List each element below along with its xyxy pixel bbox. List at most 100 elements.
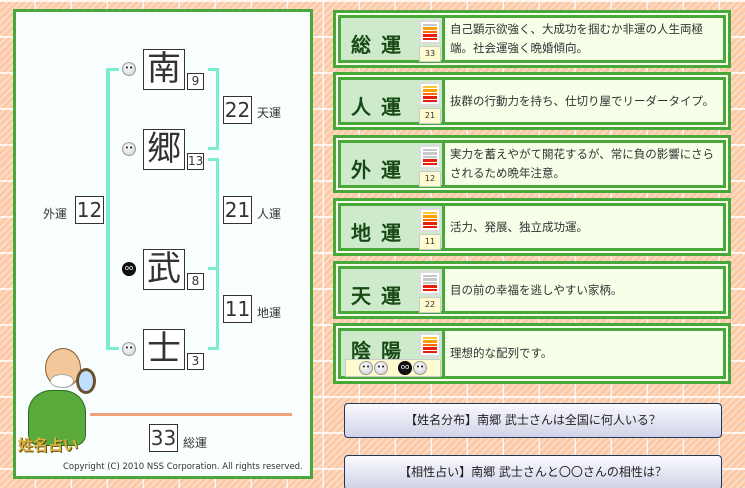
name-char: 郷 <box>143 129 185 170</box>
polarity-icon: •• <box>122 62 136 76</box>
level-bar <box>423 212 437 215</box>
fortune-teller-mascot: 姓名占い <box>18 348 98 466</box>
card-score: 22 <box>419 297 441 313</box>
level-meter <box>419 145 441 169</box>
level-bar <box>423 340 437 343</box>
level-bar <box>423 225 437 229</box>
tenun-value: 22 <box>223 96 252 124</box>
compatibility-button[interactable]: 【相性占い】南郷 武士さんと〇〇さんの相性は？ <box>344 455 722 488</box>
level-bar <box>423 152 437 155</box>
yin-yang-pattern: ••••oo•• <box>345 359 441 377</box>
level-bar <box>423 27 437 30</box>
level-bar <box>423 37 437 41</box>
outer-bracket <box>106 68 110 350</box>
polarity-icon: •• <box>122 142 136 156</box>
level-bar <box>423 149 437 152</box>
jinun-bracket <box>216 158 219 270</box>
chiun-value: 11 <box>223 295 252 323</box>
level-bar <box>423 155 437 159</box>
card-score: 11 <box>419 234 441 250</box>
copyright: Copyright (C) 2010 NSS Corporation. All … <box>63 462 303 472</box>
gaiun-label: 外運 <box>43 207 68 221</box>
card-description: 理想的な配列です。 <box>450 346 553 360</box>
level-bar <box>423 337 437 340</box>
chiun-label: 地運 <box>257 306 282 320</box>
card-title: 外運 <box>351 158 411 182</box>
level-bar <box>423 285 437 288</box>
divider <box>90 413 292 416</box>
level-bar <box>423 350 437 354</box>
chiun-bracket <box>216 268 219 350</box>
polarity-icon-dark: oo <box>122 262 136 276</box>
level-bar <box>423 281 437 285</box>
bracket-tick <box>208 347 218 350</box>
level-meter <box>419 333 441 357</box>
level-meter <box>419 20 441 44</box>
name-char: 南 <box>143 49 185 90</box>
level-meter <box>419 208 441 232</box>
card-score: 33 <box>419 46 441 62</box>
jinun-value: 21 <box>223 196 252 224</box>
polarity-icon: •• <box>413 361 427 375</box>
name-char: 士 <box>143 329 185 370</box>
stroke-count: 13 <box>187 153 204 170</box>
level-bar <box>423 218 437 222</box>
level-meter <box>419 271 441 295</box>
level-bar <box>423 343 437 347</box>
souun-value: 33 <box>149 424 178 452</box>
logo: 姓名占い <box>18 436 79 454</box>
tenun-bracket <box>216 68 219 150</box>
fortune-card: 総運 33 自己顕示欲強く、大成功を掴むか非運の人生両極端。社会運強く晩婚傾向。 <box>333 10 731 68</box>
card-score: 21 <box>419 108 441 124</box>
fortune-card: 天運 22 目の前の幸福を逃しやすい家柄。 <box>333 261 731 319</box>
card-description: 実力を蓄えやがて開花するが、常に負の影響にさらされるため晩年注意。 <box>450 147 715 180</box>
stroke-count: 3 <box>187 353 204 370</box>
stroke-count: 8 <box>187 273 204 290</box>
fortune-card: 陰陽••••oo••理想的な配列です。 <box>333 323 731 384</box>
bracket-tick <box>208 147 218 150</box>
level-bar <box>423 288 437 292</box>
polarity-icon: •• <box>122 342 136 356</box>
bracket-tick <box>208 68 218 71</box>
level-bar <box>423 24 437 27</box>
card-description: 抜群の行動力を持ち、仕切り屋でリーダータイプ。 <box>450 93 715 108</box>
level-bar <box>423 92 437 96</box>
level-bar <box>423 215 437 218</box>
card-description: 活力、発展、独立成功運。 <box>450 219 588 234</box>
card-title: 天運 <box>351 284 411 308</box>
bracket-tick <box>208 267 218 270</box>
card-description: 自己顕示欲強く、大成功を掴むか非運の人生両極端。社会運強く晩婚傾向。 <box>450 22 703 55</box>
level-bar <box>423 275 437 278</box>
level-bar <box>423 34 437 37</box>
polarity-icon-dark: oo <box>398 361 412 375</box>
fortune-card: 地運 11 活力、発展、独立成功運。 <box>333 198 731 256</box>
stroke-count: 9 <box>187 73 204 90</box>
fortune-card: 人運 21 抜群の行動力を持ち、仕切り屋でリーダータイプ。 <box>333 72 731 130</box>
gaiun-value: 12 <box>75 196 104 224</box>
level-meter <box>419 82 441 106</box>
card-title: 人運 <box>351 95 411 119</box>
level-bar <box>423 86 437 89</box>
level-bar <box>423 89 437 92</box>
level-bar <box>423 96 437 99</box>
card-description: 目の前の幸福を逃しやすい家柄。 <box>450 282 623 297</box>
level-bar <box>423 347 437 350</box>
name-char: 武 <box>143 249 185 290</box>
level-bar <box>423 159 437 162</box>
card-title: 総運 <box>351 33 411 57</box>
level-bar <box>423 99 437 103</box>
tenun-label: 天運 <box>257 106 282 120</box>
bracket-tick <box>208 158 218 161</box>
bracket-tick <box>106 347 119 350</box>
level-bar <box>423 30 437 34</box>
card-score: 12 <box>419 171 441 187</box>
card-title: 地運 <box>351 221 411 245</box>
level-bar <box>423 222 437 225</box>
fortune-card: 外運 12 実力を蓄えやがて開花するが、常に負の影響にさらされるため晩年注意。 <box>333 135 731 193</box>
polarity-icon: •• <box>374 361 388 375</box>
bracket-tick <box>106 68 119 71</box>
name-distribution-button[interactable]: 【姓名分布】南郷 武士さんは全国に何人いる？ <box>344 403 722 438</box>
jinun-label: 人運 <box>257 207 282 221</box>
level-bar <box>423 162 437 166</box>
level-bar <box>423 278 437 281</box>
